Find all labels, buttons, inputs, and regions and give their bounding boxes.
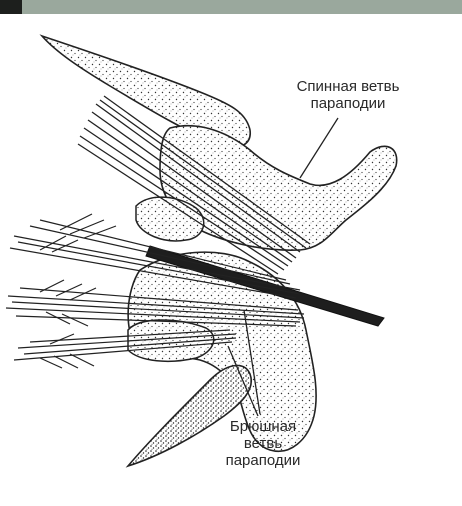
dorsal-label-line2: параподии	[258, 95, 438, 112]
ventral-label-line1: Брюшная	[198, 418, 328, 435]
dorsal-cirrus	[42, 36, 250, 147]
ventral-branch-label: Брюшная ветвь параподии	[198, 418, 328, 469]
dorsal-branch-label: Спинная ветвь параподии	[258, 78, 438, 112]
dorsal-leader-line	[300, 118, 338, 178]
dorsal-label-line1: Спинная ветвь	[258, 78, 438, 95]
ventral-label-line2: ветвь	[198, 435, 328, 452]
ventral-label-line3: параподии	[198, 452, 328, 469]
